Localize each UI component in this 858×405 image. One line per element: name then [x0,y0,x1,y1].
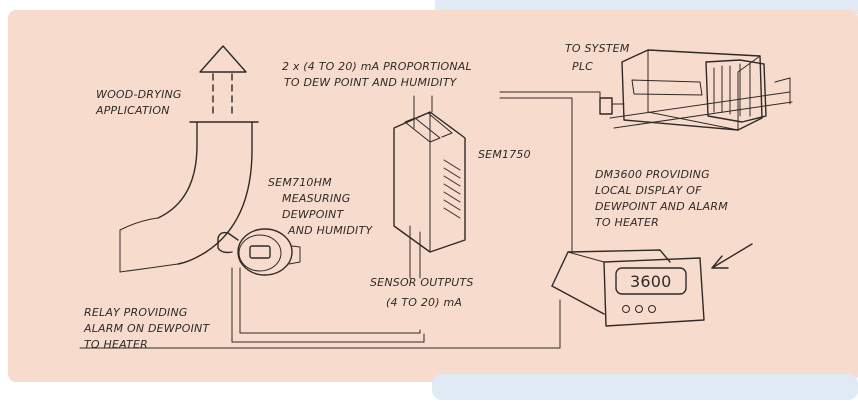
dm3600-line-1: DM3600 PROVIDING [595,168,710,181]
dm3600-line-3: DEWPOINT AND ALARM [595,200,728,213]
display-reading: 3600 [630,272,672,291]
proportional-line-2: TO DEW POINT AND HUMIDITY [284,76,458,89]
dm3600-line-4: TO HEATER [595,216,659,229]
label-sem1750: SEM1750 [478,148,531,161]
application-line-2: APPLICATION [95,104,170,117]
relay-line-1: RELAY PROVIDING [84,306,188,319]
sensor-outputs-line-1: SENSOR OUTPUTS [370,276,474,289]
sem710hm-line-3: DEWPOINT [282,208,344,221]
plc-line-1: TO SYSTEM [565,42,630,55]
sem710hm-line-2: MEASURING [282,192,350,205]
bottom-blue-panel [432,374,858,400]
sensor-outputs-line-2: (4 TO 20) mA [386,296,462,309]
dm3600-line-2: LOCAL DISPLAY OF [595,184,702,197]
sem710hm-line-1: SEM710HM [268,176,332,189]
plc-line-2: PLC [572,60,593,73]
application-line-1: WOOD-DRYING [96,88,182,101]
sem710hm-line-4: AND HUMIDITY [287,224,373,237]
relay-line-3: TO HEATER [84,338,148,351]
relay-line-2: ALARM ON DEWPOINT [83,322,210,335]
proportional-line-1: 2 x (4 TO 20) mA PROPORTIONAL [282,60,472,73]
